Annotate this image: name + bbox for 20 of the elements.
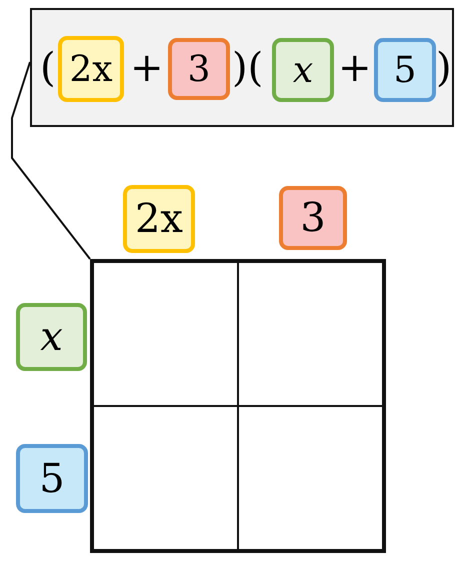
math-symbol: )( bbox=[232, 48, 264, 88]
term-tile: 3 bbox=[168, 38, 230, 100]
grid-cell bbox=[93, 406, 238, 550]
term-tile: 2x bbox=[58, 36, 124, 102]
term-tile: x bbox=[16, 303, 87, 371]
area-grid bbox=[90, 259, 386, 553]
leader-line bbox=[11, 62, 91, 260]
term-tile: 3 bbox=[279, 186, 347, 250]
grid-cell bbox=[238, 262, 383, 406]
math-symbol: + bbox=[338, 48, 372, 88]
term-tile: x bbox=[272, 38, 334, 102]
math-symbol: ( bbox=[40, 48, 56, 88]
term-tile: 2x bbox=[123, 185, 195, 253]
grid-cell bbox=[93, 262, 238, 406]
math-symbol: ) bbox=[436, 48, 452, 88]
term-tile: 5 bbox=[374, 38, 436, 102]
grid-cell bbox=[238, 406, 383, 550]
math-symbol: + bbox=[130, 48, 164, 88]
expression-panel bbox=[30, 8, 454, 127]
term-tile: 5 bbox=[16, 444, 88, 513]
